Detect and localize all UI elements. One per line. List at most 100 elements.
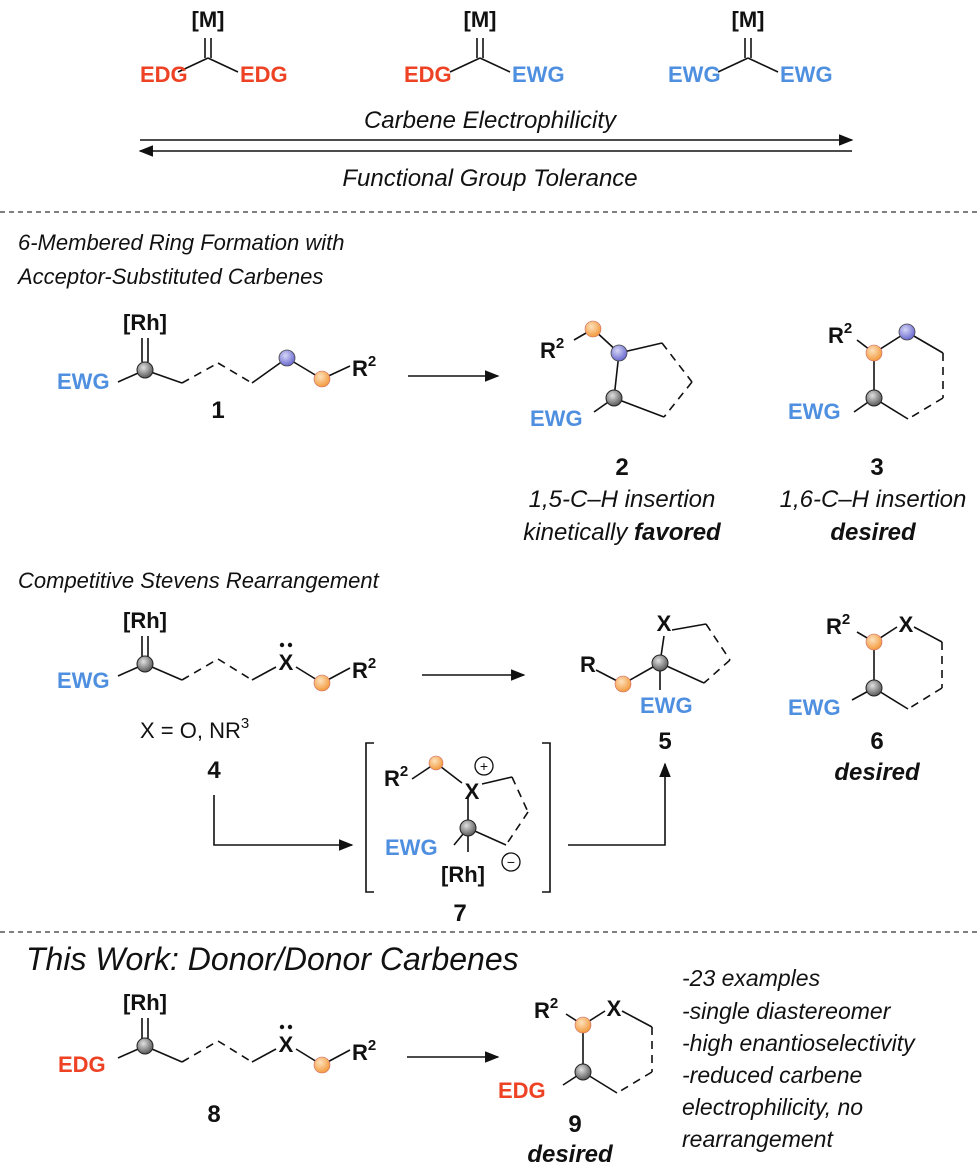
edg-label: EDG bbox=[58, 1052, 106, 1077]
compound-number: 9 bbox=[568, 1111, 581, 1138]
compound-6-note: desired bbox=[834, 759, 921, 786]
negative-charge-icon bbox=[501, 852, 521, 872]
ewg-label: EWG bbox=[788, 399, 841, 424]
compound-2: R2 EWG 2 1,5-C–H insertion kinetically f… bbox=[523, 320, 722, 546]
ylide-intermediate-7: X + R2 EWG [Rh] − 7 bbox=[365, 742, 551, 927]
highlight-item: -reduced carbene bbox=[682, 1062, 862, 1088]
x-label: X bbox=[899, 612, 914, 637]
c6-atom bbox=[865, 344, 883, 362]
lone-pair-dot bbox=[279, 642, 285, 648]
x-label: X bbox=[279, 650, 294, 675]
tolerance-label: Functional Group Tolerance bbox=[342, 165, 637, 192]
x-label: X bbox=[465, 779, 480, 804]
compound-8: [Rh] X EDG R2 8 bbox=[58, 990, 376, 1128]
compound-9-note: desired bbox=[527, 1141, 614, 1168]
compound-number: 8 bbox=[207, 1101, 220, 1128]
metal-label: [M] bbox=[192, 7, 225, 32]
alpha-atom bbox=[428, 755, 444, 771]
highlight-item: -single diastereomer bbox=[682, 998, 892, 1024]
carbene-carbon-atom bbox=[136, 1037, 154, 1055]
ewg-label: EWG bbox=[512, 62, 565, 87]
compound-number: 2 bbox=[615, 454, 628, 481]
highlight-item: electrophilicity, no bbox=[682, 1094, 863, 1120]
lone-pair-dot bbox=[279, 1024, 285, 1030]
compound-4: [Rh] X EWG R2 X = O, NR3 4 bbox=[57, 608, 376, 784]
left-bracket bbox=[365, 742, 374, 893]
compound-3-note: 1,6-C–H insertion bbox=[780, 486, 967, 513]
pathway-arrow bbox=[568, 762, 671, 846]
pathway-arrow bbox=[213, 795, 354, 851]
section1-heading: 6-Membered Ring Formation with bbox=[18, 230, 344, 255]
edg-label: EDG bbox=[498, 1078, 546, 1103]
rh-label: [Rh] bbox=[123, 608, 167, 633]
c5-atom bbox=[278, 349, 296, 367]
c5-atom bbox=[898, 323, 916, 341]
r-label: R bbox=[580, 652, 596, 677]
carbene-edg-edg: [M] EDG EDG bbox=[140, 7, 288, 87]
compound-2-note: kinetically favored bbox=[523, 519, 722, 546]
carbene-carbon-atom bbox=[865, 679, 883, 697]
section2-heading: Competitive Stevens Rearrangement bbox=[18, 568, 380, 593]
x-definition: X = O, NR3 bbox=[140, 715, 249, 743]
right-bracket bbox=[542, 742, 551, 893]
compound-6: X R2 EWG 6 desired bbox=[788, 611, 943, 786]
section3-heading: This Work: Donor/Donor Carbenes bbox=[26, 941, 519, 977]
c6-atom bbox=[584, 320, 602, 338]
metal-label: [M] bbox=[464, 7, 497, 32]
this-work-highlights: -23 examples -single diastereomer -high … bbox=[682, 965, 916, 1152]
alpha-atom bbox=[865, 633, 883, 651]
compound-3: R2 EWG 3 1,6-C–H insertion desired bbox=[780, 320, 967, 546]
r2-label: R2 bbox=[352, 353, 376, 381]
alpha-atom bbox=[313, 674, 331, 692]
highlight-item: rearrangement bbox=[682, 1126, 834, 1152]
rh-label: [Rh] bbox=[123, 310, 167, 335]
minus-sign: − bbox=[507, 854, 515, 870]
carbene-carbon-atom bbox=[459, 819, 477, 837]
ewg-label: EWG bbox=[668, 62, 721, 87]
section1-heading: Acceptor-Substituted Carbenes bbox=[16, 264, 323, 289]
compound-number: 4 bbox=[207, 757, 221, 784]
plus-sign: + bbox=[480, 758, 488, 774]
r2-label: R2 bbox=[540, 335, 564, 363]
ewg-label: EWG bbox=[780, 62, 833, 87]
carbene-carbon-atom bbox=[865, 389, 883, 407]
rh-label: [Rh] bbox=[441, 862, 485, 887]
carbene-edg-ewg: [M] EDG EWG bbox=[404, 7, 565, 87]
c5-atom bbox=[610, 344, 628, 362]
highlight-item: -23 examples bbox=[682, 965, 821, 991]
electrophilicity-label: Carbene Electrophilicity bbox=[364, 107, 618, 134]
compound-number: 6 bbox=[870, 728, 883, 755]
compound-9: X R2 EDG 9 desired bbox=[498, 995, 653, 1168]
metal-label: [M] bbox=[732, 7, 765, 32]
edg-label: EDG bbox=[240, 62, 288, 87]
ewg-label: EWG bbox=[788, 695, 841, 720]
x-label: X bbox=[657, 611, 672, 636]
carbene-ewg-ewg: [M] EWG EWG bbox=[668, 7, 833, 87]
compound-number: 7 bbox=[453, 900, 466, 927]
carbene-carbon-atom bbox=[651, 654, 669, 672]
compound-number: 3 bbox=[870, 454, 883, 481]
r2-label: R2 bbox=[352, 1037, 376, 1065]
alpha-atom bbox=[574, 1016, 592, 1034]
x-label: X bbox=[607, 996, 622, 1021]
lone-pair-dot bbox=[287, 642, 293, 648]
ewg-label: EWG bbox=[57, 668, 110, 693]
ewg-label: EWG bbox=[385, 835, 438, 860]
rh-label: [Rh] bbox=[123, 990, 167, 1015]
carbene-carbon-atom bbox=[574, 1063, 592, 1081]
compound-1: [Rh] EWG R2 1 bbox=[57, 310, 376, 424]
alpha-atom bbox=[614, 675, 632, 693]
ewg-label: EWG bbox=[57, 369, 110, 394]
ewg-label: EWG bbox=[640, 693, 693, 718]
carbene-carbon-atom bbox=[136, 655, 154, 673]
lone-pair-dot bbox=[287, 1024, 293, 1030]
compound-number: 5 bbox=[658, 728, 671, 755]
compound-5: X R EWG 5 bbox=[580, 611, 731, 755]
compound-2-note: 1,5-C–H insertion bbox=[529, 486, 716, 513]
compound-number: 1 bbox=[211, 397, 224, 424]
compound-3-note: desired bbox=[830, 519, 917, 546]
r2-label: R2 bbox=[384, 763, 408, 791]
positive-charge-icon bbox=[474, 756, 494, 776]
carbene-carbon-atom bbox=[136, 361, 154, 379]
